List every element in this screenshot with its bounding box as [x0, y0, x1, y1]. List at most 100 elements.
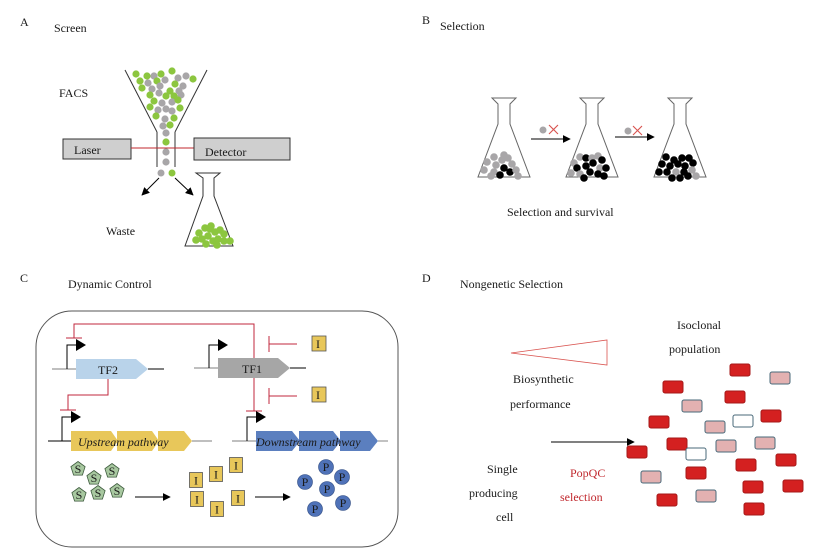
substrate-icon: S [90, 485, 106, 500]
panel-c: C Dynamic Control TF2 TF1 [20, 271, 399, 548]
cell-dot [602, 164, 610, 172]
laser-box [62, 138, 132, 160]
cell-dot [692, 172, 700, 180]
tf2-label: TF2 [98, 363, 118, 377]
svg-text:I: I [236, 492, 240, 506]
panel-a-letter: A [20, 15, 29, 29]
cell-dot [156, 82, 164, 90]
cell-dot [662, 153, 670, 161]
selection-caption: Selection and survival [507, 205, 614, 219]
substrate-icon: S [104, 463, 120, 478]
tf2-block [76, 359, 148, 379]
promoter-icon [208, 344, 220, 368]
cell-dot [192, 236, 200, 244]
svg-text:P: P [302, 475, 309, 489]
cell-dot [157, 70, 165, 78]
upstream-label: Upstream pathway [78, 435, 169, 449]
cell-dot [202, 240, 210, 248]
promoter-icon [246, 416, 258, 441]
cell-high-producer [626, 445, 648, 459]
product-icon: P [318, 459, 334, 475]
repression-links [60, 323, 297, 412]
cell-dot [146, 91, 154, 99]
detector-box [193, 137, 291, 161]
cell-dot [681, 162, 689, 170]
isoclonal-label-line2: population [669, 342, 720, 356]
cell-dot [148, 85, 156, 93]
cell-dot [582, 162, 590, 170]
cell-high-producer [685, 466, 707, 480]
isoclonal-population [626, 363, 804, 516]
panel-b-letter: B [422, 13, 430, 27]
cell-dot [166, 87, 174, 95]
cell-dot [168, 67, 176, 75]
cell-boundary [35, 310, 399, 548]
facs-label: FACS [59, 86, 88, 100]
selection-step-1 [531, 124, 571, 143]
svg-text:S: S [76, 488, 83, 502]
cell-high-producer [775, 453, 797, 467]
cell-dot [582, 154, 590, 162]
panel-a: A Screen FACS Laser Detector Waste [20, 15, 291, 249]
svg-text:I: I [234, 459, 238, 473]
cell-mid-producer [640, 470, 662, 484]
sorted-cell [168, 169, 176, 177]
cell-dot [678, 154, 686, 162]
selection-flasks [477, 97, 707, 182]
cell-high-producer [729, 363, 751, 377]
cell-mid-producer [681, 399, 703, 413]
selection-step-2 [615, 125, 655, 141]
cell-dot [487, 172, 495, 180]
cell-high-producer [724, 390, 746, 404]
panel-d-title: Nongenetic Selection [460, 277, 563, 291]
popqc-label-line1: PopQC [570, 466, 605, 480]
cell-high-producer [662, 380, 684, 394]
cell-dot [492, 161, 500, 169]
cell-dot [152, 112, 160, 120]
cell-dot [155, 89, 163, 97]
svg-text:P: P [339, 470, 346, 484]
funnel-cells [132, 67, 197, 166]
intermediate-icon: I [231, 490, 245, 506]
cell-dot [596, 164, 604, 172]
product-icon: P [335, 495, 351, 511]
cell-high-producer [656, 493, 678, 507]
svg-text:S: S [75, 462, 82, 476]
biosynthetic-label-line1: Biosynthetic [513, 372, 574, 386]
cell-dot [162, 148, 170, 156]
cell-mid-producer [695, 489, 717, 503]
product-icon: P [319, 481, 335, 497]
collected-cells [192, 222, 234, 249]
cell-dot [207, 222, 215, 230]
cell-mid-producer [704, 420, 726, 434]
cell-dot [174, 74, 182, 82]
panel-a-title: Screen [54, 21, 87, 35]
inhibitor-symbol: I [316, 388, 320, 402]
svg-text:P: P [340, 496, 347, 510]
cell-high-producer [782, 479, 804, 493]
cell-dot [589, 159, 597, 167]
cell-low-producer [685, 447, 707, 461]
intermediate-icon: I [189, 472, 203, 488]
cell-dot [174, 96, 182, 104]
cell-dot [598, 156, 606, 164]
cell-high-producer [648, 415, 670, 429]
cell-dot [162, 92, 170, 100]
waste-cell [157, 169, 165, 177]
cell-dot [508, 160, 516, 168]
cross-icon [548, 124, 559, 135]
performance-gradient-wedge [510, 339, 608, 366]
cell-dot [658, 160, 666, 168]
cell-dot [586, 168, 594, 176]
svg-text:P: P [324, 482, 331, 496]
funnel [124, 69, 208, 167]
substrate-icon: S [70, 461, 86, 476]
cell-dot [136, 77, 144, 85]
cell-dot [166, 121, 174, 129]
cell-dot [483, 158, 491, 166]
svg-text:S: S [95, 486, 102, 500]
substrate-icon: S [86, 470, 102, 485]
laser-label: Laser [74, 143, 101, 157]
cell-dot [226, 237, 234, 245]
